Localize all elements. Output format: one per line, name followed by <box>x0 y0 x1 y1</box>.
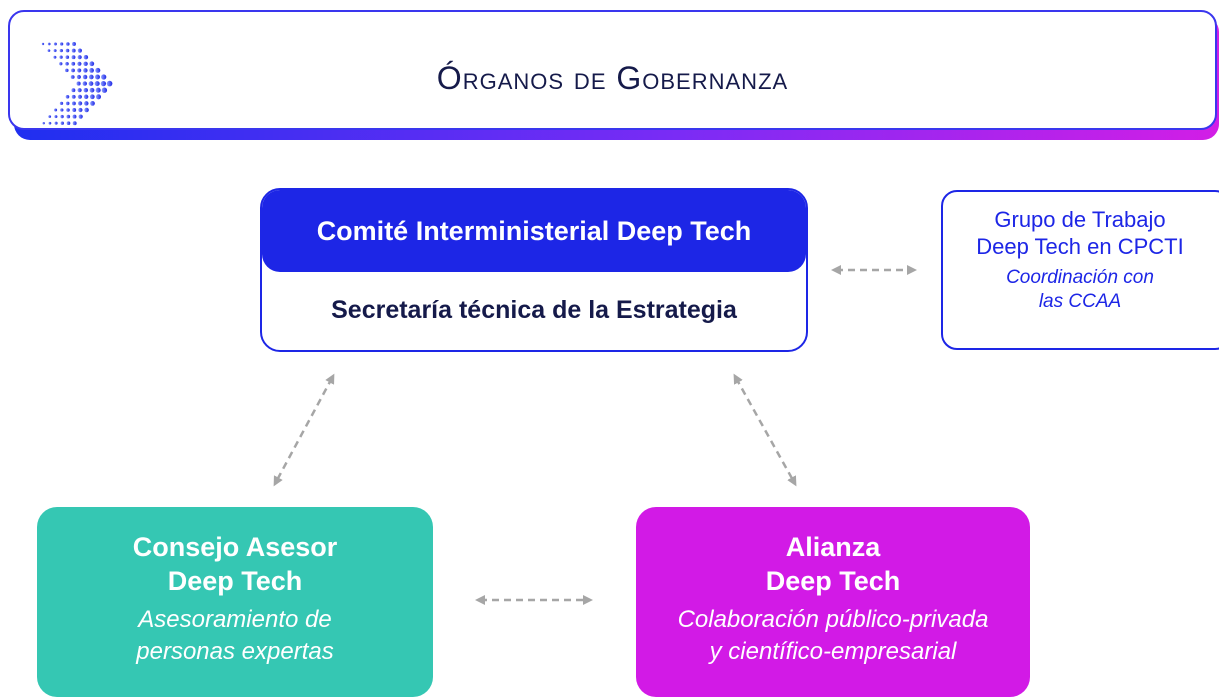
alianza-title-line2: Deep Tech <box>765 566 901 596</box>
consejo-title-line2: Deep Tech <box>167 566 303 596</box>
consejo-desc-line1: Asesoramiento de <box>138 606 332 633</box>
consejo-asesor-box: Consejo Asesor Deep Tech Asesoramiento d… <box>37 507 433 697</box>
page-title: Órganos de Gobernanza <box>436 60 789 96</box>
comite-subtitle: Secretaría técnica de la Estrategia <box>331 295 737 324</box>
alianza-desc-line1: Colaboración público-privada <box>677 606 989 633</box>
alianza-title-line1: Alianza <box>785 532 881 562</box>
arrow-comite-consejo <box>273 373 335 487</box>
grupo-title-line1: Grupo de Trabajo <box>994 207 1166 232</box>
consejo-title-line1: Consejo Asesor <box>132 532 338 562</box>
alianza-desc-line2: y científico-empresarial <box>709 638 957 665</box>
arrow-comite-alianza <box>733 373 797 487</box>
dotted-chevron-icon <box>41 42 113 126</box>
alianza-box: Alianza Deep Tech Colaboración público-p… <box>636 507 1030 697</box>
grupo-title-line2: Deep Tech en CPCTI <box>976 234 1184 259</box>
grupo-trabajo-box: Grupo de Trabajo Deep Tech en CPCTI Coor… <box>941 190 1219 350</box>
grupo-desc-line1: Coordinación con <box>1006 267 1154 288</box>
header-banner: Órganos de Gobernanza <box>8 10 1217 130</box>
grupo-desc-line2: las CCAA <box>1038 291 1122 312</box>
comite-interministerial-box: Comité Interministerial Deep Tech Secret… <box>260 188 808 352</box>
comite-title: Comité Interministerial Deep Tech <box>262 190 806 272</box>
consejo-desc-line2: personas expertas <box>136 638 334 665</box>
